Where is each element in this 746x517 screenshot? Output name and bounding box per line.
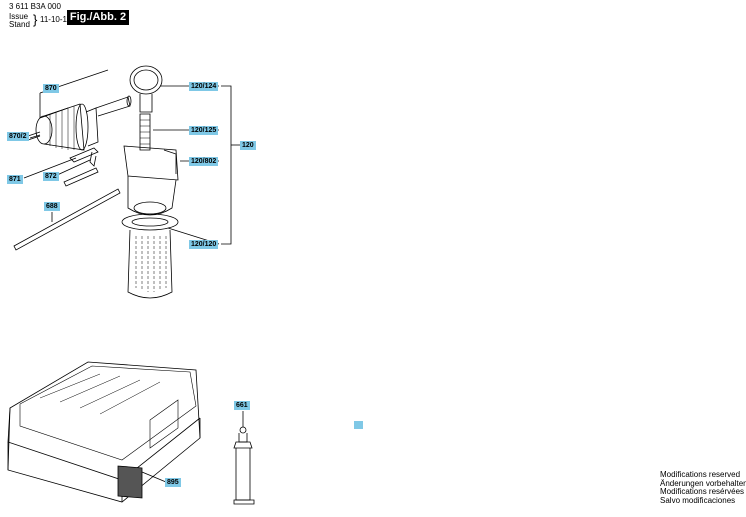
callout-120-120: 120/120 (189, 240, 219, 249)
part-number: 3 611 B3A 000 (9, 2, 61, 11)
stand-label: Stand (9, 20, 30, 29)
callout-120: 120 (240, 141, 256, 150)
callout-895: 895 (165, 478, 181, 487)
modifications-line: Modifications resérvées (660, 487, 745, 497)
header-brace: } (33, 12, 38, 27)
callout-661: 661 (234, 401, 250, 410)
issue-label: Issue (9, 12, 29, 21)
callout-870-2: 870/2 (7, 132, 29, 141)
callout-872: 872 (43, 172, 59, 181)
callout-120-124: 120/124 (189, 82, 219, 91)
modifications-note: Modifications reserved Änderungen vorbeh… (660, 470, 746, 505)
carrying-case (7, 361, 201, 503)
callout-120-125: 120/125 (189, 126, 219, 135)
callout-870: 870 (43, 84, 59, 93)
callout-871: 871 (7, 175, 23, 184)
drill-chuck (35, 95, 132, 151)
issue-date: 11-10-10 (40, 15, 72, 24)
color-marker (354, 421, 363, 429)
figure-label: Fig./Abb. 2 (67, 10, 129, 25)
modifications-line: Änderungen vorbehalten (660, 478, 746, 488)
callout-120-802: 120/802 (189, 157, 219, 166)
modifications-line: Modifications reserved (660, 470, 741, 479)
modifications-line: Salvo modificaciones (660, 495, 736, 505)
callout-688: 688 (44, 202, 60, 211)
